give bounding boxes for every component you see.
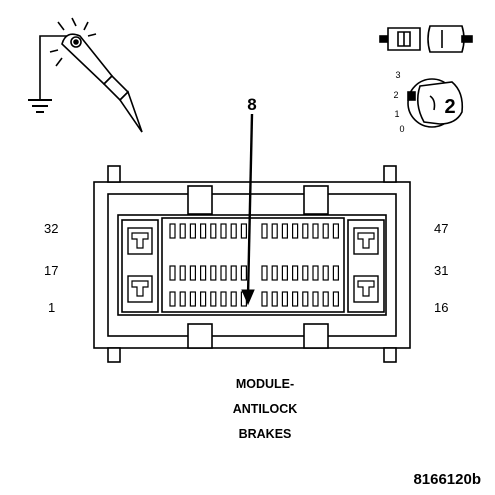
pin-slot: [240, 265, 247, 281]
key-position-label: 3: [395, 70, 400, 80]
pin-slot: [210, 223, 217, 239]
pin-slot: [312, 265, 319, 281]
pin-slot: [230, 265, 237, 281]
connector-keys: [127, 227, 379, 303]
pin-slot: [179, 265, 186, 281]
callout-arrow: [241, 113, 255, 306]
pin-slot: [230, 223, 237, 239]
pin-slot: [322, 265, 329, 281]
pin-slot: [302, 291, 309, 307]
pin-slot: [312, 291, 319, 307]
pin-grid: [169, 223, 339, 307]
title-line-1: MODULE-: [235, 377, 295, 391]
pin-slot: [261, 291, 268, 307]
pin-label-right-bottom: 16: [434, 300, 449, 315]
connector-key-shape: [131, 280, 149, 297]
pin-slot: [281, 223, 288, 239]
ignition-key-icon: [407, 78, 464, 128]
pin-slot: [189, 291, 196, 307]
pin-label-right-mid: 31: [434, 263, 449, 278]
pin-slot: [271, 265, 278, 281]
disconnected-connector-icon: [379, 25, 473, 53]
pin-slot: [169, 291, 176, 307]
pin-slot: [292, 265, 299, 281]
pin-slot: [302, 223, 309, 239]
test-probe-icon: [28, 17, 143, 133]
pin-slot: [169, 265, 176, 281]
connector-key-slot: [353, 227, 379, 255]
pin-slot: [240, 223, 247, 239]
key-position-label: 1: [394, 109, 399, 119]
connector-key-shape: [131, 232, 149, 249]
pin-slot: [292, 223, 299, 239]
pin-label-right-top: 47: [434, 221, 449, 236]
key-position-label: 2: [393, 90, 398, 100]
pin-slot: [332, 291, 339, 307]
pin-slot: [312, 223, 319, 239]
pin-slot: [261, 265, 268, 281]
pin-slot: [220, 265, 227, 281]
pin-slot: [271, 291, 278, 307]
pin-label-left-mid: 17: [44, 263, 59, 278]
pin-slot: [332, 265, 339, 281]
pin-slot: [200, 291, 207, 307]
pin-slot: [200, 265, 207, 281]
pin-slot: [200, 223, 207, 239]
pin-slot: [179, 291, 186, 307]
pin-slot: [332, 223, 339, 239]
pin-slot: [169, 223, 176, 239]
connector-key-shape: [357, 280, 375, 297]
key-selected-position: 2: [444, 96, 455, 118]
callout-number: 8: [247, 95, 256, 114]
pin-slot: [322, 291, 329, 307]
pin-slot: [271, 223, 278, 239]
pin-slot: [210, 291, 217, 307]
pin-slot: [179, 223, 186, 239]
pin-slot: [302, 265, 309, 281]
pin-slot: [322, 223, 329, 239]
connector-key-shape: [357, 232, 375, 249]
pin-slot: [220, 223, 227, 239]
title-line-3: BRAKES: [238, 427, 292, 441]
pin-label-left-top: 32: [44, 221, 59, 236]
pin-slot: [261, 223, 268, 239]
pin-label-left-bottom: 1: [48, 300, 56, 315]
title-line-2: ANTILOCK: [232, 402, 298, 416]
connector-housing: [93, 165, 411, 363]
pin-slot: [210, 265, 217, 281]
figure-id: 8166120b: [413, 471, 481, 488]
key-position-labels: 3 2 10: [393, 70, 404, 134]
pin-slot: [281, 265, 288, 281]
pin-slot: [189, 223, 196, 239]
pin-slot: [292, 291, 299, 307]
pin-slot: [230, 291, 237, 307]
pin-slot: [281, 291, 288, 307]
key-position-label: 0: [399, 124, 404, 134]
pin-slot: [189, 265, 196, 281]
pin-slot: [220, 291, 227, 307]
